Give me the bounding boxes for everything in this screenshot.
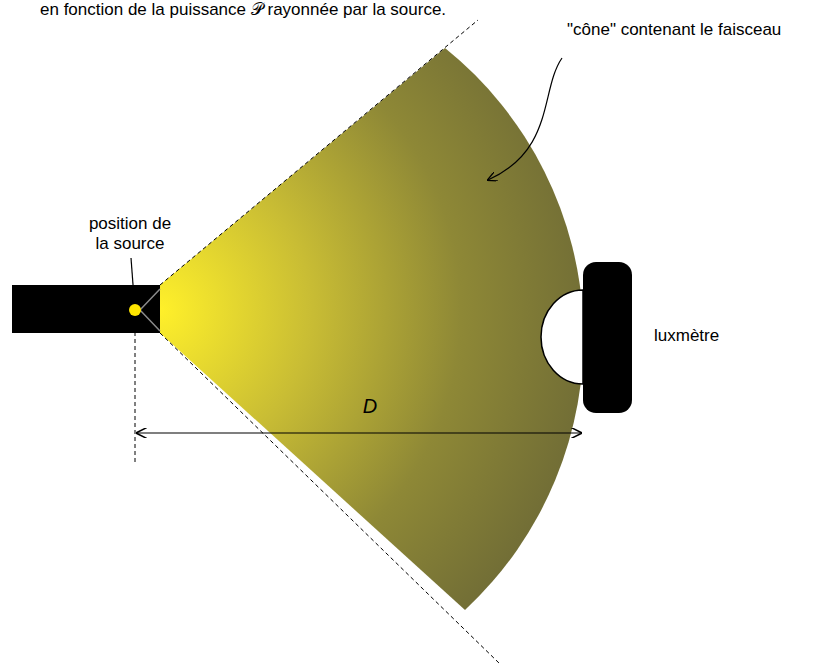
dimension-label: D — [355, 396, 385, 416]
intro-text: en fonction de la puissance 𝒫 rayonnée p… — [40, 0, 740, 20]
light-cone — [160, 48, 584, 610]
reflector — [140, 289, 160, 331]
distance-arrow — [137, 432, 581, 433]
part-label: luxmètre — [654, 326, 774, 346]
callout-label: "cône" contenant le faisceau — [567, 20, 822, 40]
reference-line — [135, 318, 136, 462]
leader-line — [488, 58, 562, 180]
leader-line — [131, 258, 134, 298]
luxmeter-body — [583, 262, 632, 413]
luxmeter-sensor — [541, 290, 583, 384]
cone-edge — [160, 20, 478, 285]
callout-label: position de la source — [80, 214, 180, 254]
lamp-body — [12, 285, 160, 333]
cone-edge — [160, 333, 500, 664]
source-point — [129, 304, 141, 316]
